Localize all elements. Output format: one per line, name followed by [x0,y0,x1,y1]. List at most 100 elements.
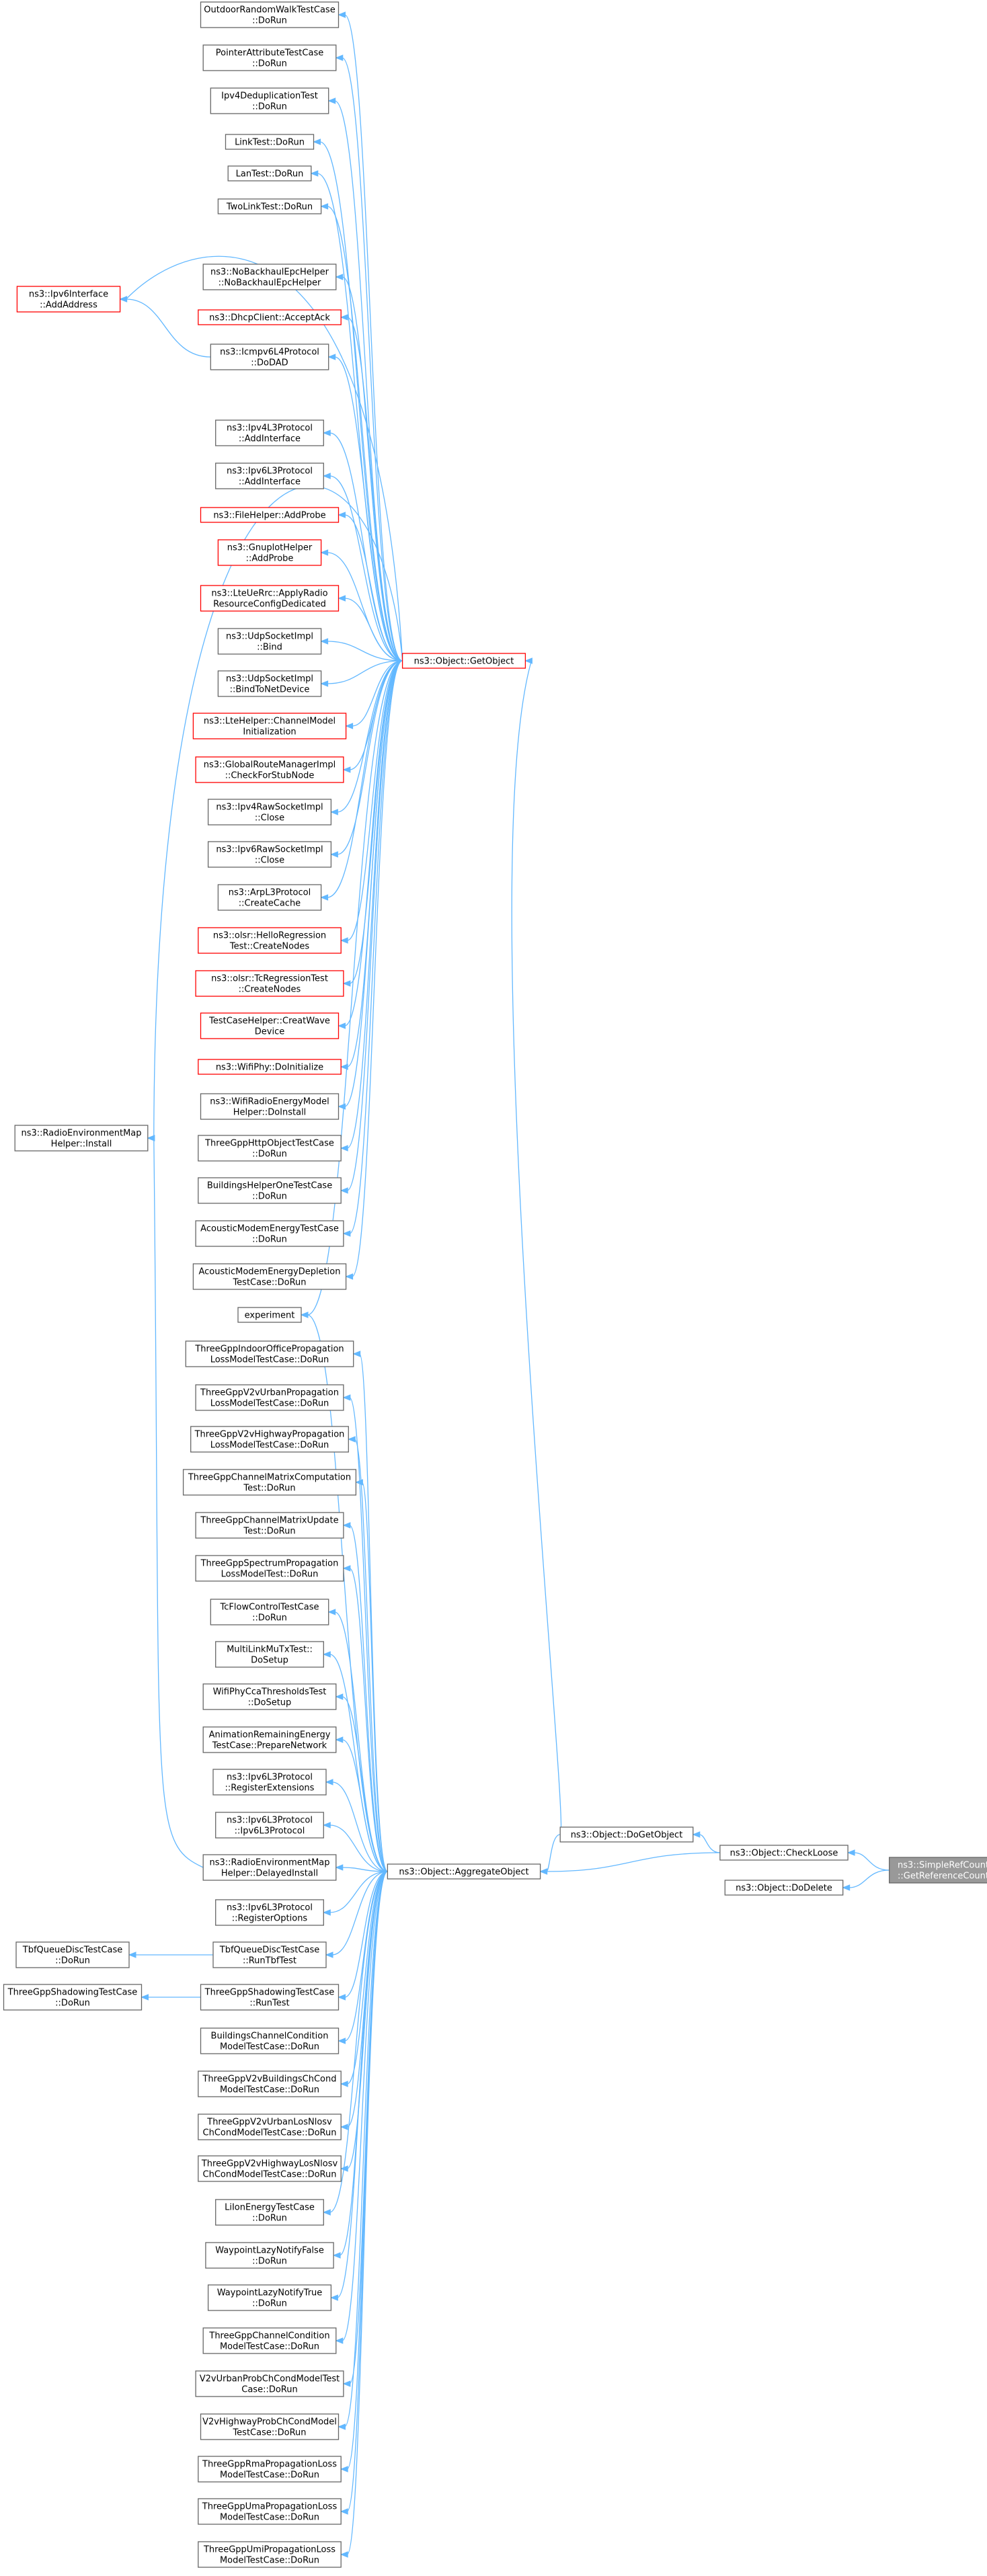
node-filehelper[interactable]: ns3::FileHelper::AddProbe [200,507,340,523]
node-box-buildingshelper[interactable] [198,1177,342,1204]
node-indooroffice[interactable]: ThreeGppIndoorOfficePropagationLossModel… [185,1340,354,1367]
node-ipv6l3add[interactable]: ns3::Ipv6L3Protocol::AddInterface [215,462,324,489]
node-box-shadowingrun[interactable] [200,1984,340,2011]
node-uma[interactable]: ThreeGppUmaPropagationLossModelTestCase:… [198,2498,342,2525]
node-spectrumprop[interactable]: ThreeGppSpectrumPropagationLossModelTest… [195,1555,344,1582]
node-shadowingdorun[interactable]: ThreeGppShadowingTestCase::DoRun [3,1984,143,2011]
node-box-icmpv6[interactable] [210,344,329,370]
node-checkloose[interactable]: ns3::Object::CheckLoose [719,1845,848,1861]
node-box-udpbindnet[interactable] [217,670,322,697]
node-umi[interactable]: ThreeGppUmiPropagationLossModelTestCase:… [198,2541,342,2568]
node-buildingshelper[interactable]: BuildingsHelperOneTestCase::DoRun [198,1177,342,1204]
node-box-olsrhello[interactable] [198,927,342,954]
node-v2vurban[interactable]: ThreeGppV2vUrbanPropagationLossModelTest… [195,1384,344,1411]
node-box-rma[interactable] [198,2456,342,2483]
node-box-v2vhighwayprob[interactable] [200,2413,340,2440]
node-box-checkloose[interactable] [719,1845,848,1861]
node-box-spectrumprop[interactable] [195,1555,344,1582]
node-ipv6iface[interactable]: ns3::Ipv6Interface::AddAddress [16,286,121,313]
node-dogetobject[interactable]: ns3::Object::DoGetObject [559,1826,694,1843]
node-box-threegpphttp[interactable] [198,1135,342,1162]
node-icmpv6[interactable]: ns3::Icmpv6L4Protocol::DoDAD [210,344,329,370]
node-linktest[interactable]: LinkTest::DoRun [225,134,315,150]
node-dodelete[interactable]: ns3::Object::DoDelete [724,1880,844,1896]
node-olsrtc[interactable]: ns3::olsr::TcRegressionTest::CreateNodes [195,970,344,997]
node-gnuplot[interactable]: ns3::GnuplotHelper::AddProbe [217,539,322,566]
node-box-arpl3[interactable] [217,884,322,911]
node-box-wifiphy[interactable] [198,1059,342,1075]
node-box-threegppch[interactable] [202,2327,337,2354]
node-box-linktest[interactable] [225,134,315,150]
node-box-dogetobject[interactable] [559,1826,694,1843]
node-box-outdoor[interactable] [200,1,340,28]
node-box-wifiradio[interactable] [200,1093,340,1120]
node-box-getobject[interactable] [401,653,526,669]
node-box-wifiphycca[interactable] [202,1683,337,1710]
node-box-v2vurbanprob[interactable] [195,2370,344,2397]
node-box-animation[interactable] [202,1726,337,1753]
node-wifiphy[interactable]: ns3::WifiPhy::DoInitialize [198,1059,342,1075]
node-box-chmatrixupd[interactable] [195,1512,344,1539]
node-box-radioenvdelayed[interactable] [202,1854,337,1881]
node-box-dhcp[interactable] [198,309,342,325]
node-udpbindnet[interactable]: ns3::UdpSocketImpl::BindToNetDevice [217,670,322,697]
node-ipv4l3add[interactable]: ns3::Ipv4L3Protocol::AddInterface [215,419,324,446]
node-box-nobackhaul[interactable] [202,264,337,290]
node-box-getrefcount[interactable] [889,1857,987,1884]
node-box-v2vhighwaylos[interactable] [198,2155,342,2182]
node-ipv6regopt[interactable]: ns3::Ipv6L3Protocol::RegisterOptions [215,1899,324,1926]
node-box-ipv6regopt[interactable] [215,1899,324,1926]
node-wifiradio[interactable]: ns3::WifiRadioEnergyModelHelper::DoInsta… [200,1093,340,1120]
node-v2vbuildings[interactable]: ThreeGppV2vBuildingsChCondModelTestCase:… [198,2070,342,2097]
node-box-filehelper[interactable] [200,507,340,523]
node-v2vhighway[interactable]: ThreeGppV2vHighwayPropagationLossModelTe… [190,1426,349,1453]
node-box-gnuplot[interactable] [217,539,322,566]
node-box-v2vurbanlos[interactable] [198,2114,342,2140]
node-box-pointer[interactable] [202,44,337,71]
node-box-radioenvinstall[interactable] [14,1125,149,1152]
node-box-ipv4dedup[interactable] [210,87,329,114]
node-box-multilink[interactable] [215,1641,324,1668]
node-v2vurbanlos[interactable]: ThreeGppV2vUrbanLosNlosvChCondModelTestC… [198,2114,342,2140]
node-radioenvdelayed[interactable]: ns3::RadioEnvironmentMapHelper::DelayedI… [202,1854,337,1881]
node-box-acousticenergy[interactable] [195,1220,344,1247]
node-box-waypointtrue[interactable] [207,2284,332,2311]
node-globalroute[interactable]: ns3::GlobalRouteManagerImpl::CheckForStu… [195,756,344,783]
node-getrefcount[interactable]: ns3::SimpleRefCount::GetReferenceCount [889,1857,987,1884]
node-liion[interactable]: LiIonEnergyTestCase::DoRun [215,2199,324,2226]
node-box-ipv6l3proto[interactable] [215,1812,324,1839]
node-ipv6l3proto[interactable]: ns3::Ipv6L3Protocol::Ipv6L3Protocol [215,1812,324,1839]
node-box-tbfrun[interactable] [212,1941,327,1968]
node-box-uma[interactable] [198,2498,342,2525]
node-box-liion[interactable] [215,2199,324,2226]
node-lteuerrc[interactable]: ns3::LteUeRrc::ApplyRadioResourceConfigD… [200,585,340,612]
node-box-dodelete[interactable] [724,1880,844,1896]
node-outdoor[interactable]: OutdoorRandomWalkTestCase::DoRun [200,1,340,28]
node-box-tbfdorun[interactable] [15,1941,130,1968]
node-olsrhello[interactable]: ns3::olsr::HelloRegressionTest::CreateNo… [198,927,342,954]
node-box-ipv4l3add[interactable] [215,419,324,446]
node-box-ipv4raw[interactable] [207,799,332,826]
node-nobackhaul[interactable]: ns3::NoBackhaulEpcHelper::NoBackhaulEpcH… [202,264,337,290]
node-ipv4raw[interactable]: ns3::Ipv4RawSocketImpl::Close [207,799,332,826]
node-box-ipv6l3add[interactable] [215,462,324,489]
node-dhcp[interactable]: ns3::DhcpClient::AcceptAck [198,309,342,325]
node-buildingsch[interactable]: BuildingsChannelConditionModelTestCase::… [200,2027,340,2054]
node-box-globalroute[interactable] [195,756,344,783]
node-shadowingrun[interactable]: ThreeGppShadowingTestCase::RunTest [200,1984,340,2011]
node-box-v2vurban[interactable] [195,1384,344,1411]
node-box-aggregate[interactable] [387,1863,541,1880]
node-box-acousticdepl[interactable] [192,1263,347,1290]
node-aggregate[interactable]: ns3::Object::AggregateObject [387,1863,541,1880]
node-box-lteuerrc[interactable] [200,585,340,612]
node-tbfrun[interactable]: TbfQueueDiscTestCase::RunTbfTest [212,1941,327,1968]
node-box-shadowingdorun[interactable] [3,1984,143,2011]
node-box-ipv6raw[interactable] [207,841,332,868]
node-box-olsrtc[interactable] [195,970,344,997]
node-box-umi[interactable] [198,2541,342,2568]
node-arpl3[interactable]: ns3::ArpL3Protocol::CreateCache [217,884,322,911]
